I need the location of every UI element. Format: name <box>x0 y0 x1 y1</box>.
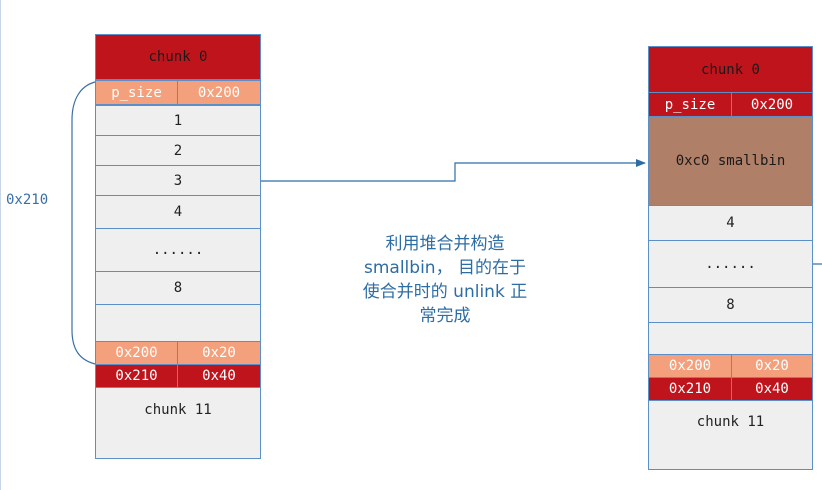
right-size: 0x210 <box>668 381 712 397</box>
left-page-edge <box>0 0 1 490</box>
right-prev-size2: 0x20 <box>755 358 789 374</box>
right-p-size-value: 0x200 <box>750 96 794 113</box>
left-size2-cell: 0x40 <box>177 364 261 388</box>
right-smallbin-block: 0xc0 smallbin <box>648 116 813 206</box>
brace-size-label: 0x210 <box>6 192 49 208</box>
right-size-cell: 0x210 <box>648 377 732 401</box>
right-prev-size: 0x200 <box>668 358 712 374</box>
right-chunk0-header: chunk 0 <box>648 46 813 93</box>
right-row-dots: ...... <box>648 240 813 288</box>
left-prev-size2: 0x20 <box>202 345 236 361</box>
left-prev-size-cell: 0x200 <box>95 341 178 365</box>
right-chunk11: chunk 11 <box>648 400 813 470</box>
left-size2: 0x40 <box>202 368 236 384</box>
left-row-1: 1 <box>95 105 261 136</box>
right-row-4: 4 <box>648 205 813 241</box>
caption-line-4: 常完成 <box>419 306 471 326</box>
left-row-4-text: 4 <box>173 204 183 220</box>
left-prev-size2-cell: 0x20 <box>177 341 261 365</box>
right-prev-size2-cell: 0x20 <box>731 354 813 378</box>
right-chunk11-label: chunk 11 <box>696 414 765 430</box>
left-chunk0-label: chunk 0 <box>148 49 208 65</box>
transform-arrow <box>261 159 646 182</box>
left-row-4: 4 <box>95 195 261 229</box>
right-row-empty <box>648 322 813 355</box>
size-brace <box>71 81 96 365</box>
right-p-size-label: p_size <box>664 96 716 113</box>
left-p-size-value-cell: 0x200 <box>177 80 261 105</box>
left-p-size-label: p_size <box>111 84 162 101</box>
left-row-1-text: 1 <box>173 112 183 129</box>
right-row-4-text: 4 <box>726 215 735 231</box>
left-chunk11: chunk 11 <box>95 387 261 459</box>
left-size: 0x210 <box>115 368 158 384</box>
left-p-size-value: 0x200 <box>197 84 241 101</box>
right-row-dots-text: ...... <box>705 256 756 272</box>
explanation-caption: 利用堆合并构造 smallbin， 目的在于 使合并时的 unlink 正 常完… <box>325 232 565 328</box>
right-row-8-text: 8 <box>726 297 735 313</box>
left-row-dots-text: ...... <box>152 242 204 258</box>
right-row-8: 8 <box>648 287 813 323</box>
left-row-3-text: 3 <box>173 172 183 189</box>
caption-line-2: smallbin， 目的在于 <box>364 258 526 278</box>
left-row-2-text: 2 <box>173 142 183 159</box>
left-row-3: 3 <box>95 165 261 196</box>
right-size2: 0x40 <box>755 381 789 397</box>
left-chunk0-header: chunk 0 <box>95 34 261 80</box>
right-p-size-label-cell: p_size <box>648 92 732 117</box>
caption-line-1: 利用堆合并构造 <box>385 234 505 254</box>
left-row-empty <box>95 304 261 342</box>
left-row-8-text: 8 <box>173 280 183 296</box>
left-chunk11-label: chunk 11 <box>144 402 212 418</box>
caption-line-3: 使合并时的 unlink 正 <box>362 282 528 302</box>
left-prev-size: 0x200 <box>115 345 158 361</box>
right-smallbin-label: 0xc0 smallbin <box>675 153 786 169</box>
left-row-2: 2 <box>95 135 261 166</box>
right-size2-cell: 0x40 <box>731 377 813 401</box>
left-size-cell: 0x210 <box>95 364 178 388</box>
right-chunk0-label: chunk 0 <box>700 61 760 78</box>
left-p-size-label-cell: p_size <box>95 80 178 105</box>
